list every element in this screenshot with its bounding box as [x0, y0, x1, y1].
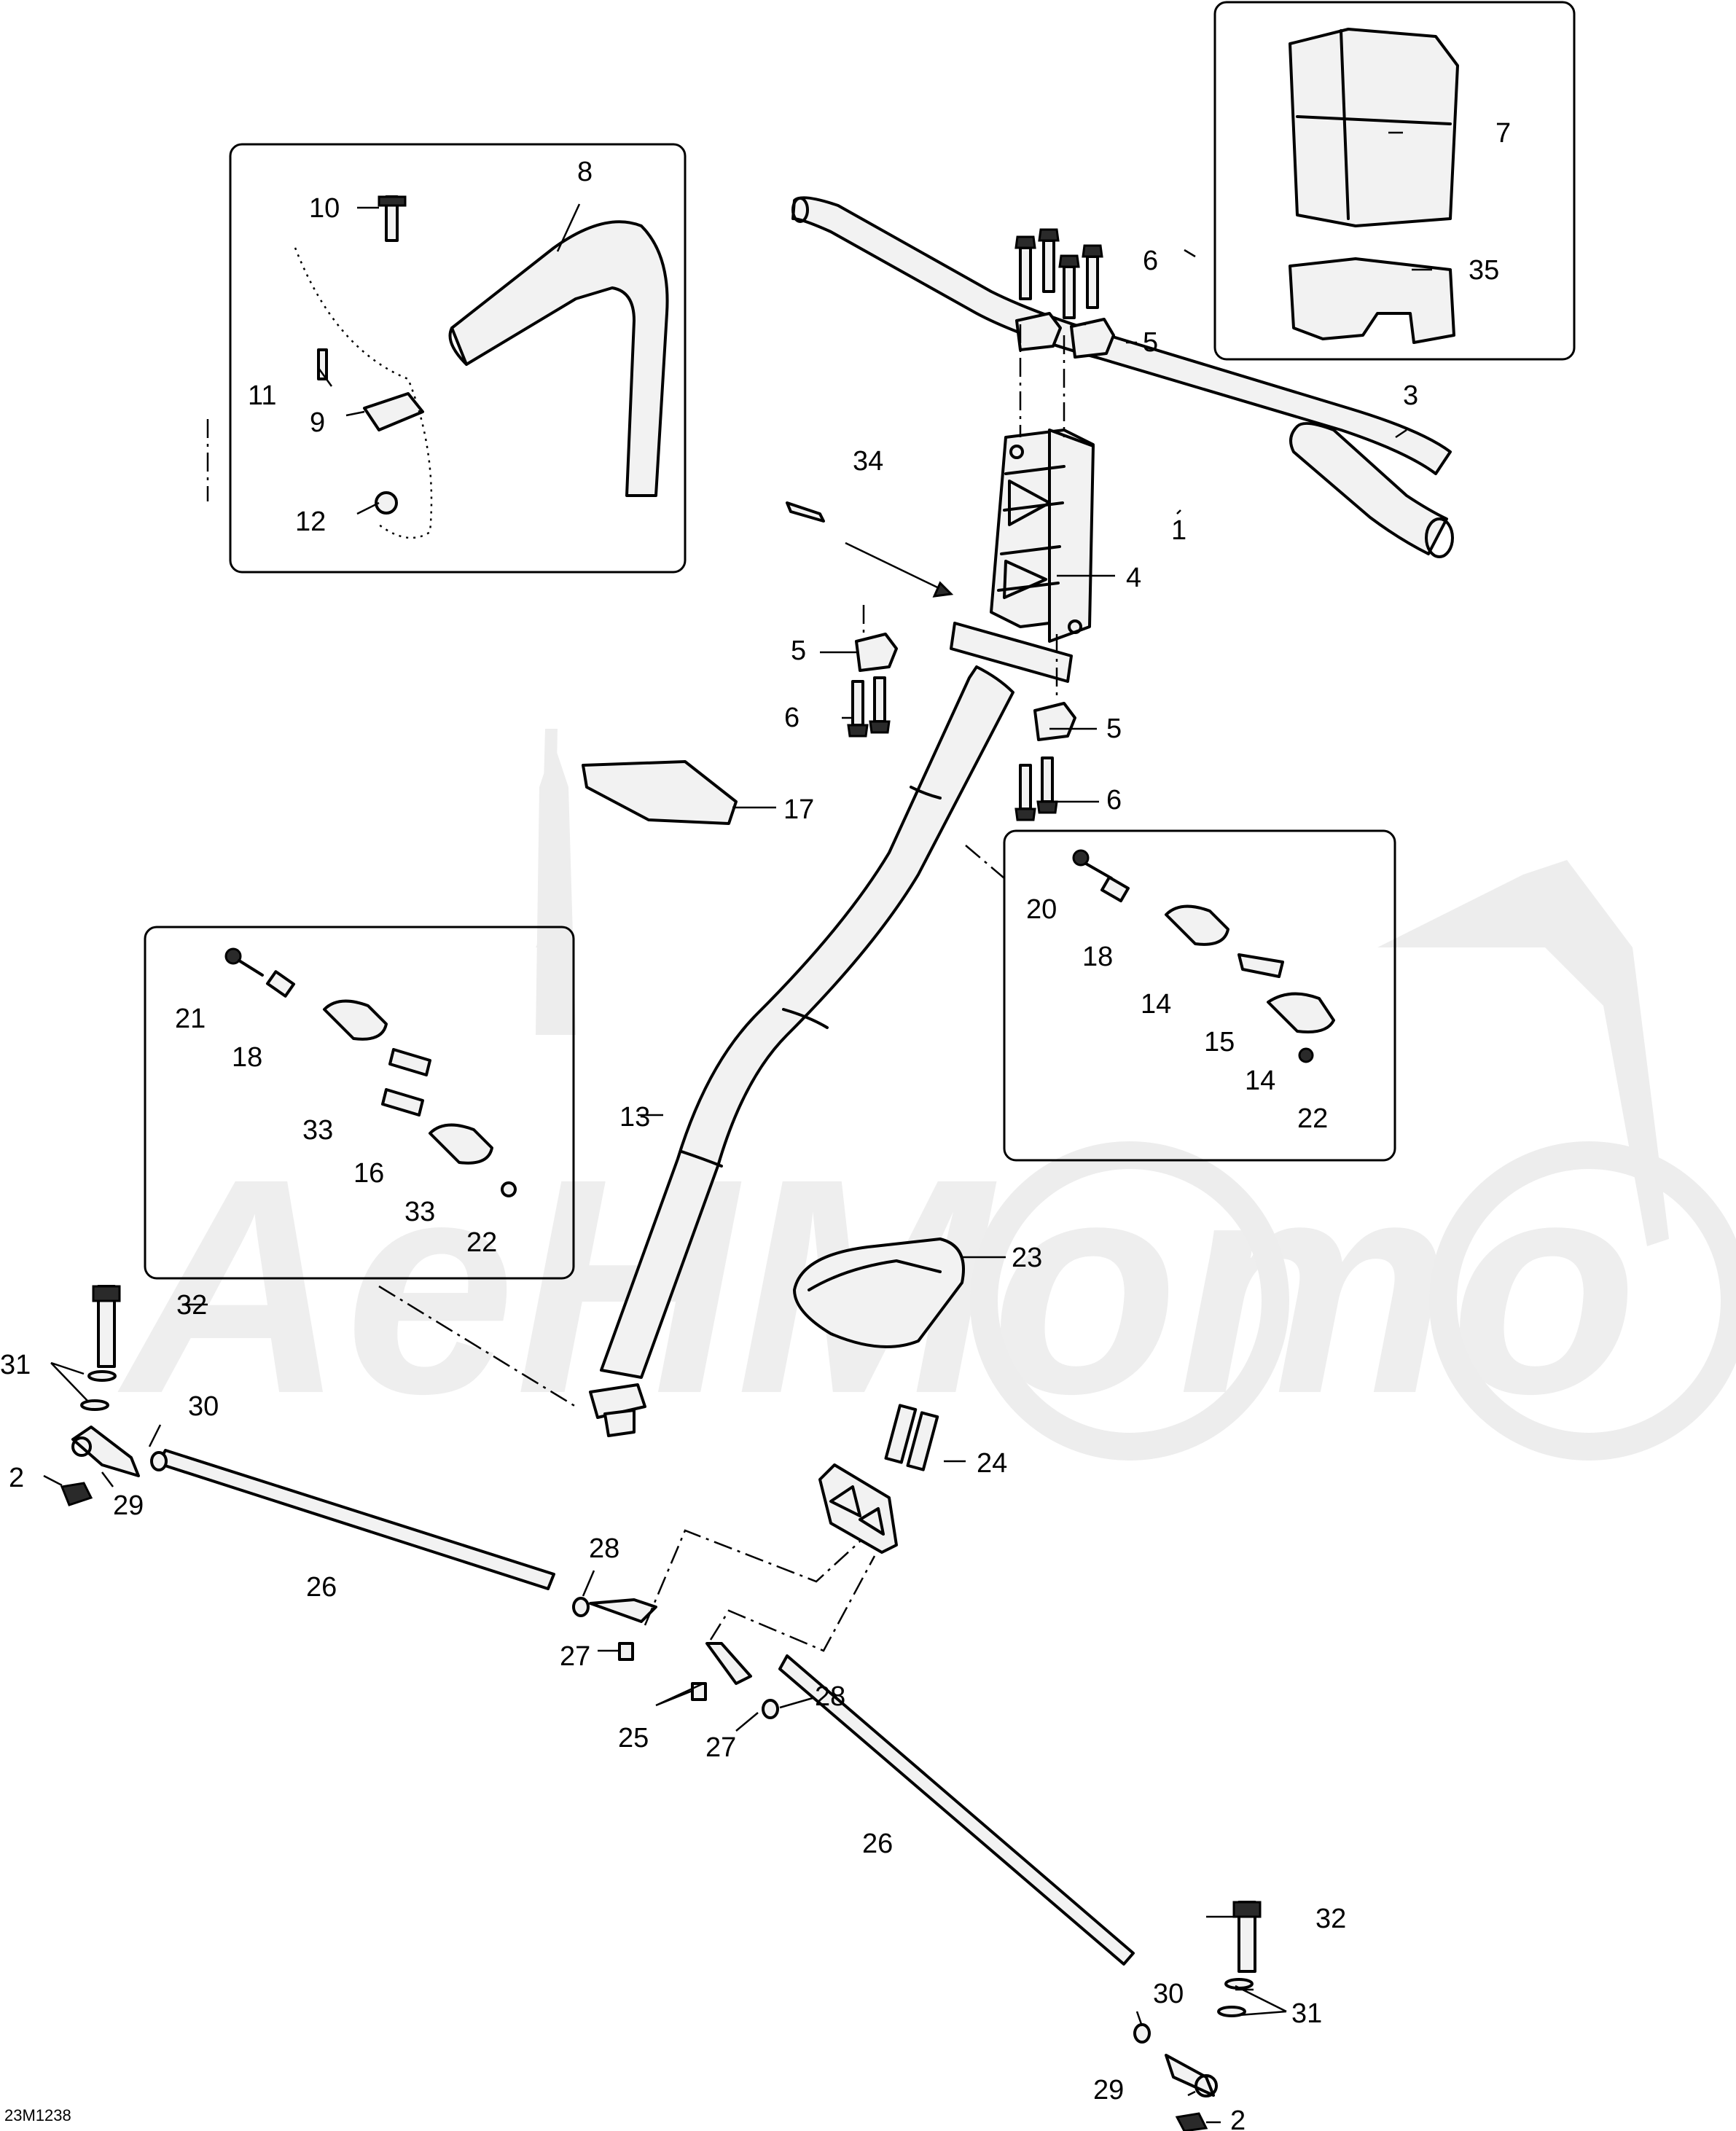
callout-33: 33 — [404, 1197, 435, 1227]
tie-rods — [157, 1449, 1135, 1966]
callout-16: 16 — [353, 1158, 384, 1189]
callout-8: 8 — [577, 157, 593, 187]
callout-14: 14 — [1141, 989, 1171, 1020]
callout-1: 1 — [1171, 515, 1186, 546]
callout-13: 13 — [619, 1102, 650, 1133]
upper-clamps-and-bolts — [1014, 228, 1115, 359]
callout-15: 15 — [1204, 1027, 1235, 1057]
riser — [990, 429, 1095, 643]
lower-clamps-and-bolts — [847, 633, 1076, 821]
callout-23: 23 — [1012, 1243, 1042, 1273]
handlebar — [791, 196, 1454, 558]
callout-25: 25 — [618, 1723, 649, 1753]
callout-5: 5 — [791, 636, 806, 666]
callout-18: 18 — [1082, 942, 1113, 972]
callout-7: 7 — [1495, 118, 1511, 149]
assembly-lines — [206, 324, 1066, 1652]
callout-33: 33 — [302, 1115, 333, 1146]
callout-12: 12 — [295, 507, 326, 537]
callout-20: 20 — [1026, 894, 1057, 925]
callout-5: 5 — [1143, 327, 1158, 358]
callout-17: 17 — [783, 794, 814, 825]
callout-27: 27 — [560, 1641, 590, 1672]
callout-30: 30 — [188, 1391, 219, 1422]
callout-21: 21 — [175, 1004, 206, 1034]
callout-6: 6 — [784, 703, 799, 733]
callout-29: 29 — [113, 1490, 144, 1521]
inset-frame-tie-rod-end-left — [144, 926, 575, 1280]
callout-26: 26 — [306, 1572, 337, 1603]
callout-28: 28 — [589, 1533, 619, 1564]
leader-lines — [43, 131, 1432, 2124]
tie-rod-hardware — [60, 1285, 1262, 2131]
callout-9: 9 — [310, 407, 325, 438]
plate — [582, 760, 738, 825]
callouts: 1 3 4 5 5 5 6 6 6 7 35 8 10 11 9 12 34 1… — [0, 118, 1511, 2131]
handlebar-pad — [1289, 28, 1459, 344]
diagram-code: 23M1238 — [4, 2106, 71, 2124]
callout-30: 30 — [1153, 1979, 1184, 2009]
callout-2: 2 — [9, 1463, 24, 1493]
callout-28: 28 — [815, 1681, 845, 1712]
callout-4: 4 — [1126, 563, 1141, 593]
callout-27: 27 — [705, 1732, 736, 1763]
inset-frame-handlebar-clamp — [229, 143, 687, 574]
callout-31: 31 — [0, 1350, 31, 1380]
callout-31: 31 — [1291, 1998, 1322, 2029]
tie-rod-end-right-parts — [1072, 849, 1335, 1063]
callout-6: 6 — [1106, 785, 1122, 816]
callout-24: 24 — [977, 1448, 1007, 1479]
callout-22: 22 — [466, 1227, 497, 1258]
tie-rod-end-left-parts — [224, 947, 517, 1197]
callout-32: 32 — [1315, 1904, 1346, 1934]
callout-34: 34 — [853, 446, 883, 477]
callout-26: 26 — [862, 1829, 893, 1859]
callout-32: 32 — [176, 1290, 207, 1321]
callout-35: 35 — [1469, 255, 1499, 286]
callout-2: 2 — [1230, 2105, 1246, 2131]
strip — [786, 501, 825, 523]
callout-18: 18 — [232, 1042, 262, 1073]
callout-3: 3 — [1403, 380, 1418, 411]
bracket — [818, 1404, 939, 1554]
callout-11: 11 — [248, 380, 276, 411]
inset-frame-tie-rod-end-right — [1003, 829, 1396, 1162]
callout-14: 14 — [1245, 1066, 1275, 1096]
steering-column — [589, 622, 1073, 1437]
callout-22: 22 — [1297, 1103, 1328, 1134]
watermark: AeHMomo — [114, 729, 1736, 1461]
callout-5: 5 — [1106, 713, 1122, 744]
clamp-inset-parts — [294, 195, 669, 539]
callout-29: 29 — [1093, 2075, 1124, 2105]
callout-10: 10 — [309, 193, 340, 224]
inset-frame-pad — [1213, 1, 1576, 361]
callout-6: 6 — [1143, 246, 1158, 276]
